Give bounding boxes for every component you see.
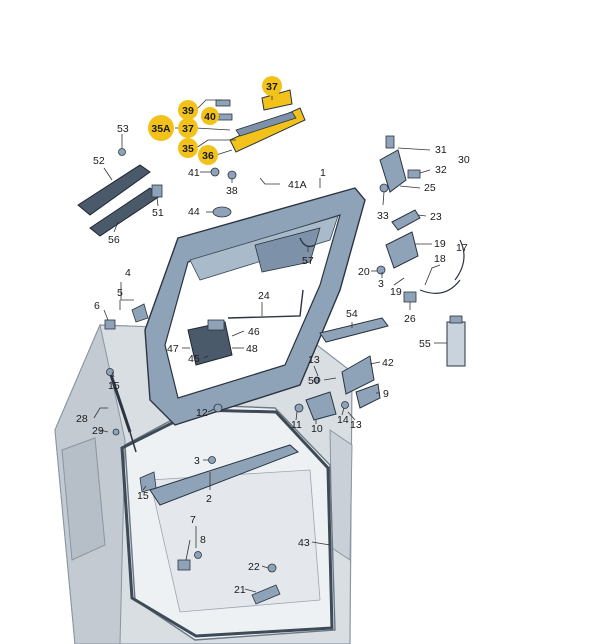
grab-strap: [319, 317, 389, 343]
label-8: 8: [200, 534, 206, 546]
highlight-badges: [148, 76, 282, 165]
label-35: 35: [182, 143, 194, 155]
label-40: 40: [204, 111, 216, 123]
label-14: 14: [337, 414, 349, 426]
label-18: 18: [434, 253, 446, 265]
label-38: 38: [226, 185, 238, 197]
label-19b: 19: [390, 286, 402, 298]
label-39: 39: [182, 105, 194, 117]
label-56: 56: [108, 234, 120, 246]
label-47: 47: [167, 343, 179, 355]
aerosol-can: [446, 315, 466, 367]
label-19: 19: [434, 238, 446, 250]
label-53: 53: [117, 123, 129, 135]
badge-37-top: [262, 76, 282, 96]
label-3-top: 3: [378, 278, 384, 290]
label-9: 9: [383, 388, 389, 400]
label-2: 2: [206, 493, 212, 505]
label-43: 43: [298, 537, 310, 549]
badge-35a: [148, 115, 174, 141]
label-1: 1: [320, 167, 326, 179]
label-13-top: 13: [308, 354, 320, 366]
label-22: 22: [248, 561, 260, 573]
label-20: 20: [358, 266, 370, 278]
car-body: [54, 323, 353, 644]
label-12: 12: [196, 407, 208, 419]
label-57: 57: [302, 255, 314, 267]
label-3-bottom: 3: [194, 455, 200, 467]
gas-strut: [108, 371, 132, 433]
label-32: 32: [435, 164, 447, 176]
label-11: 11: [291, 419, 302, 431]
label-7: 7: [190, 514, 196, 526]
label-29: 29: [92, 425, 104, 437]
label-33: 33: [377, 210, 389, 222]
rear-trim-panel: [149, 444, 299, 506]
label-41a: 41A: [288, 179, 307, 191]
badge-39: [178, 100, 198, 120]
side-window: [61, 437, 106, 561]
label-54: 54: [346, 308, 358, 320]
label-4: 4: [125, 267, 131, 279]
label-44: 44: [188, 206, 200, 218]
label-30: 30: [458, 154, 470, 166]
label-55: 55: [419, 338, 431, 350]
label-26: 26: [404, 313, 416, 325]
label-5: 5: [117, 287, 123, 299]
badge-35: [178, 138, 198, 158]
label-15-bottom: 15: [137, 490, 149, 502]
label-37-top: 37: [266, 81, 278, 93]
label-35a: 35A: [151, 123, 171, 135]
badge-36: [198, 145, 218, 165]
label-6: 6: [94, 300, 100, 312]
label-51: 51: [152, 207, 164, 219]
label-52: 52: [93, 155, 105, 167]
label-15-top: 15: [108, 380, 120, 392]
label-42: 42: [382, 357, 394, 369]
label-46: 46: [248, 326, 260, 338]
label-13-bottom: 13: [350, 419, 362, 431]
label-24: 24: [258, 290, 270, 302]
label-37: 37: [182, 123, 194, 135]
label-41: 41: [188, 167, 200, 179]
label-31: 31: [435, 144, 447, 156]
badge-37: [178, 118, 198, 138]
label-48: 48: [246, 343, 258, 355]
tailgate: [144, 187, 366, 426]
tail-light: [329, 429, 353, 561]
badge-40: [201, 107, 219, 125]
label-25: 25: [424, 182, 436, 194]
label-10: 10: [311, 423, 323, 435]
label-50: 50: [308, 375, 320, 387]
label-28: 28: [76, 413, 88, 425]
label-23: 23: [430, 211, 442, 223]
cover-panel: [77, 164, 151, 216]
callout-labels: 37 39 40 35A 37 35 36 53 52 41 38 41A 1 …: [76, 81, 470, 596]
label-45: 45: [188, 353, 200, 365]
leader-lines: [93, 95, 447, 593]
label-17: 17: [456, 242, 468, 254]
label-36: 36: [202, 150, 214, 162]
label-21: 21: [234, 584, 246, 596]
parts: [77, 89, 466, 605]
